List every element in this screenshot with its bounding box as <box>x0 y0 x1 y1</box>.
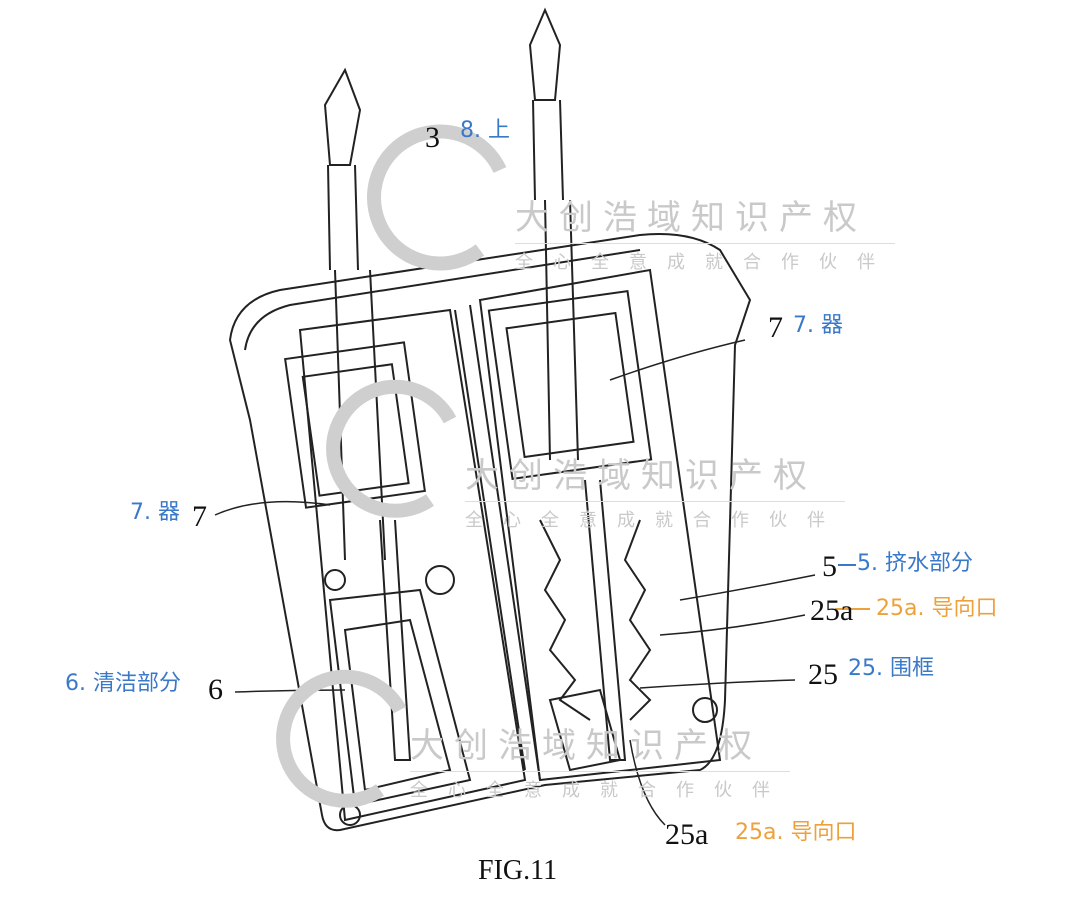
numeral-3: 3 <box>425 121 440 154</box>
watermark-slogan: 全心全意成就合作伙伴 <box>465 501 845 532</box>
watermark: 大创浩域知识产权 全心全意成就合作伙伴 <box>515 190 895 274</box>
numeral-7-right: 7 <box>768 311 783 344</box>
label-7-left: 7. 器 <box>130 500 180 525</box>
numeral-25a-right: 25a <box>810 594 854 627</box>
label-8: 8. 上 <box>460 118 510 143</box>
watermark: 大创浩域知识产权 全心全意成就合作伙伴 <box>410 718 790 802</box>
watermark-name: 大创浩域知识产权 <box>465 456 817 496</box>
watermark-slogan: 全心全意成就合作伙伴 <box>515 243 895 274</box>
label-6: 6. 清洁部分 <box>65 671 181 696</box>
label-7-right: 7. 器 <box>793 313 843 338</box>
figure-caption: FIG.11 <box>478 855 558 886</box>
numeral-7-left: 7 <box>192 500 207 533</box>
label-5: 5. 挤水部分 <box>857 551 973 576</box>
label-25a-right: 25a. 导向口 <box>876 596 998 621</box>
numeral-6: 6 <box>208 673 223 706</box>
label-25: 25. 围框 <box>848 656 934 681</box>
watermark-name: 大创浩域知识产权 <box>410 726 762 766</box>
label-25a-bottom: 25a. 导向口 <box>735 820 857 845</box>
numeral-25a-bottom: 25a <box>665 818 709 851</box>
watermark-name: 大创浩域知识产权 <box>515 198 867 238</box>
numeral-25: 25 <box>808 658 838 691</box>
watermark-slogan: 全心全意成就合作伙伴 <box>410 771 790 802</box>
numeral-5: 5 <box>822 550 837 583</box>
watermark: 大创浩域知识产权 全心全意成就合作伙伴 <box>465 448 845 532</box>
